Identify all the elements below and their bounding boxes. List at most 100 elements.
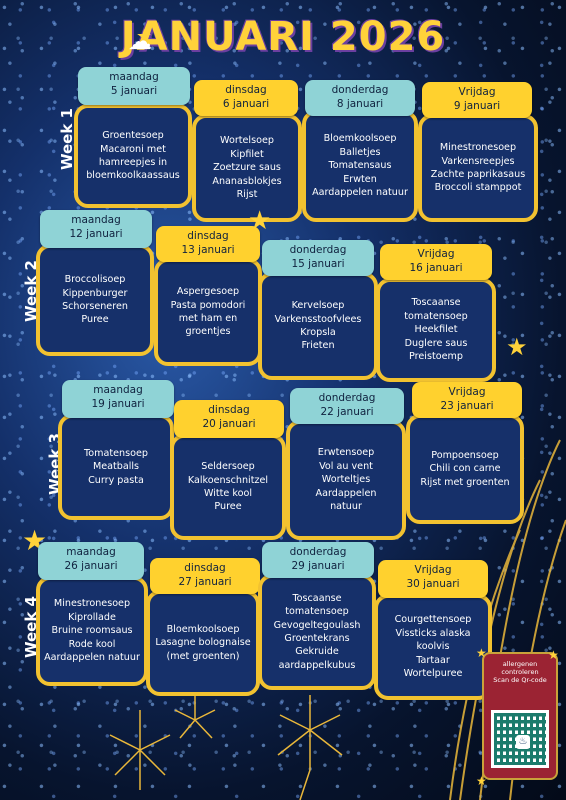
menu-line: Rijst	[236, 189, 258, 201]
menu-line: bloemkoolkaassaus	[86, 170, 180, 182]
menu-line: Wortelsoep	[220, 135, 274, 147]
menu-line: Erwten	[343, 173, 377, 185]
menu-line: Vol au vent	[319, 460, 373, 472]
menu-line: Bloemkoolsoep	[323, 133, 397, 145]
menu-card-week1-donderdag: Bloemkoolsoep Balletjes Tomatensaus Erwt…	[302, 110, 418, 222]
menu-line: aardappelkubus	[278, 659, 356, 671]
menu-line: Tomatensaus	[328, 160, 392, 172]
menu-line: Curry pasta	[88, 474, 144, 486]
menu-line: Pasta pomodori	[170, 299, 246, 311]
day-name: Vrijdag	[448, 386, 486, 398]
day-name: Vrijdag	[417, 248, 455, 260]
star-icon: ★	[248, 206, 272, 236]
menu-line: Kervelsoep	[291, 300, 345, 312]
menu-card-week4-maandag: Minestronesoep Kiprollade Bruine roomsau…	[36, 576, 148, 686]
day-date: 16 januari	[409, 262, 463, 274]
menu-line: Kiprollade	[68, 611, 116, 623]
day-tab-week1-maandag: maandag 5 januari	[78, 67, 190, 105]
day-tab-week4-dinsdag: dinsdag 27 januari	[150, 558, 260, 594]
menu-line: Aspergesoep	[176, 286, 240, 298]
menu-line: Rode kool	[68, 638, 116, 650]
menu-line: groentjes	[185, 326, 231, 338]
menu-line: Vissticks alaska	[395, 627, 471, 639]
day-tab-week4-maandag: maandag 26 januari	[38, 542, 144, 580]
day-date: 8 januari	[336, 98, 384, 110]
menu-card-week2-vrijdag: Toscaanse tomatensoep Heekfilet Duglere …	[376, 278, 496, 382]
day-date: 6 januari	[222, 98, 270, 110]
menu-card-week2-maandag: Broccolisoep Kippenburger Schorseneren P…	[36, 244, 154, 356]
menu-line: Groentesoep	[102, 130, 164, 142]
day-name: dinsdag	[208, 404, 250, 416]
menu-line: Aardappelen natuur	[312, 187, 408, 199]
day-date: 5 januari	[110, 85, 158, 97]
menu-line: Heekfilet	[414, 324, 458, 336]
qr-note-line: Scan de Qr-code	[493, 676, 547, 684]
day-name: Vrijdag	[458, 86, 496, 98]
day-name: donderdag	[318, 392, 376, 404]
menu-line: Aardappelen	[315, 487, 377, 499]
menu-card-week1-vrijdag: Minestronesoep Varkensreepjes Zachte pap…	[418, 114, 538, 222]
menu-line: Zoetzure saus	[213, 162, 281, 174]
menu-line: Witte kool	[203, 488, 253, 499]
menu-line: Toscaanse	[292, 592, 342, 604]
day-tab-week2-maandag: maandag 12 januari	[40, 210, 152, 248]
day-name: maandag	[109, 71, 159, 83]
day-tab-week3-vrijdag: Vrijdag 23 januari	[412, 382, 522, 418]
menu-line: Toscaanse	[411, 297, 461, 309]
menu-line: Pompoensoep	[431, 449, 499, 461]
menu-line: (met groenten)	[166, 650, 240, 662]
day-date: 30 januari	[406, 578, 460, 590]
menu-line: Gevogeltegoulash	[273, 619, 361, 631]
day-name: donderdag	[289, 546, 347, 558]
cloud-icon: ☁	[128, 27, 152, 55]
menu-line: Puree	[81, 314, 109, 326]
menu-line: hamreepjes in	[98, 157, 168, 168]
menu-line: Preistoemp	[409, 351, 463, 363]
menu-line: Tartaar	[416, 654, 450, 666]
day-name: donderdag	[289, 244, 347, 256]
menu-line: Minestronesoep	[53, 598, 131, 610]
page-title: JANUARI 2026	[120, 14, 446, 60]
menu-line: Courgettensoep	[394, 614, 472, 626]
menu-line: Rijst met groenten	[420, 476, 510, 488]
day-tab-week4-vrijdag: Vrijdag 30 januari	[378, 560, 488, 598]
menu-line: Schorseneren	[62, 301, 128, 312]
menu-line: Ananasblokjes	[212, 175, 282, 187]
qr-note-line: controleren	[501, 668, 539, 676]
menu-line: Puree	[214, 501, 242, 513]
chef-hat-icon: ♨	[516, 735, 530, 749]
menu-line: Balletjes	[339, 146, 381, 158]
day-name: dinsdag	[225, 84, 267, 96]
star-icon: ★	[548, 648, 559, 662]
day-name: maandag	[71, 214, 121, 226]
menu-line: Erwtensoep	[317, 447, 375, 459]
day-tab-week4-donderdag: donderdag 29 januari	[262, 542, 374, 578]
menu-card-week4-donderdag: Toscaanse tomatensoep Gevogeltegoulash G…	[258, 574, 376, 690]
star-icon: ★	[476, 646, 487, 660]
menu-line: met ham en	[178, 313, 238, 324]
menu-line: tomatensoep	[285, 606, 349, 618]
menu-line: Chili con carne	[429, 463, 501, 475]
menu-line: Meatballs	[92, 461, 140, 473]
menu-card-week4-vrijdag: Courgettensoep Vissticks alaska koolvis …	[374, 594, 492, 700]
menu-line: Kippenburger	[62, 287, 128, 299]
menu-line: Minestronesoep	[439, 142, 517, 154]
day-name: dinsdag	[187, 230, 229, 242]
day-tab-week3-maandag: maandag 19 januari	[62, 380, 174, 418]
firework-icon	[109, 695, 216, 790]
allergen-qr-panel: allergenen controleren Scan de Qr-code ♨	[482, 652, 558, 780]
day-name: maandag	[93, 384, 143, 396]
day-date: 12 januari	[69, 228, 123, 240]
qr-note-line: allergenen	[502, 660, 538, 668]
day-name: dinsdag	[184, 562, 226, 574]
menu-line: Zachte paprikasaus	[430, 169, 526, 180]
day-date: 23 januari	[440, 400, 494, 412]
menu-line: Aardappelen natuur	[44, 652, 140, 664]
menu-card-week4-dinsdag: Bloemkoolsoep Lasagne bolognaise (met gr…	[146, 590, 260, 696]
menu-card-week3-maandag: Tomatensoep Meatballs Curry pasta	[58, 414, 174, 520]
day-date: 15 januari	[291, 258, 345, 270]
day-name: Vrijdag	[414, 564, 452, 576]
qr-code-icon[interactable]: ♨	[491, 710, 549, 768]
menu-card-week3-dinsdag: Seldersoep Kalkoenschnitzel Witte kool P…	[170, 434, 286, 540]
day-date: 26 januari	[64, 560, 118, 572]
